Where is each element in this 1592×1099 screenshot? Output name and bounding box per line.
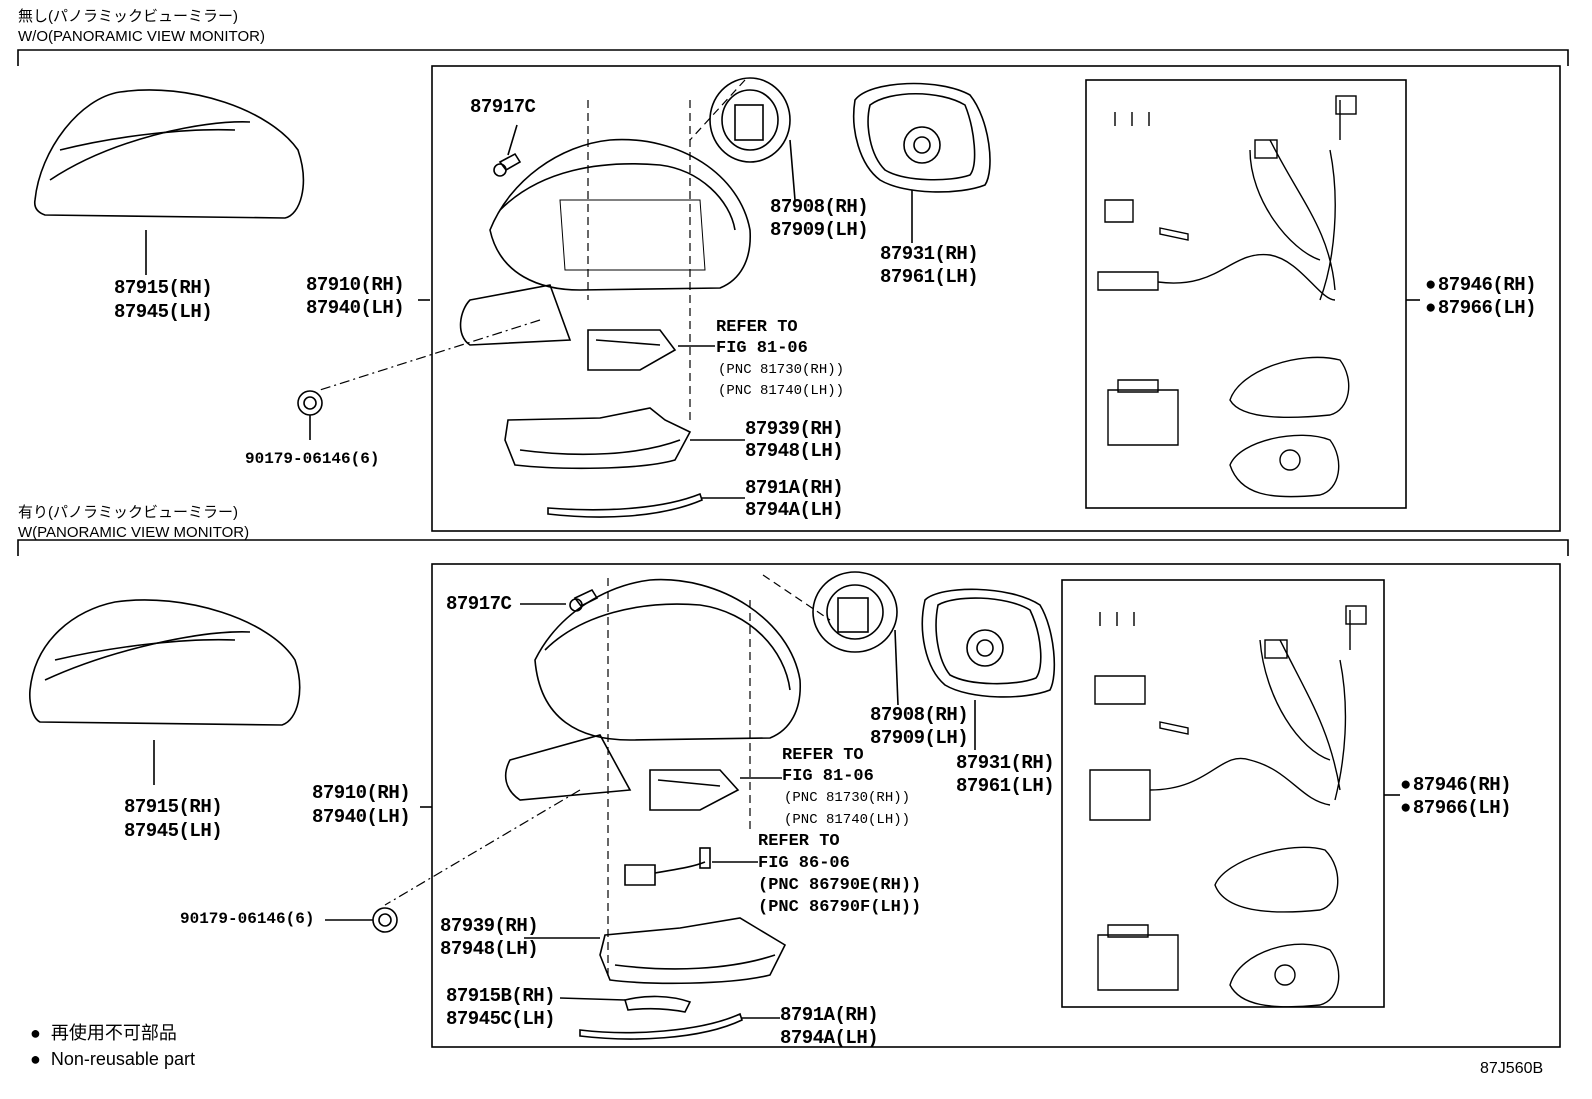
part-label-kit-lh-bottom: 87966(LH) (1400, 797, 1512, 819)
part-label-housing-rh-top: 87939(RH) (745, 418, 844, 440)
part-label-trim-rh-top: 8791A(RH) (745, 477, 844, 499)
section-header-jp-top: 無し(パノラミックビューミラー) (18, 8, 238, 25)
mirror-cover-shape-bottom (29, 599, 301, 726)
trim-shape-bottom (579, 1012, 743, 1040)
section-bracket-top (17, 49, 1569, 66)
motor-shape-top (709, 77, 791, 163)
part-label-motor-rh-top: 87908(RH) (770, 196, 869, 218)
part-label-trim-rh-bottom: 8791A(RH) (780, 1004, 879, 1026)
ref-label-lamp-3-top: (PNC 81730(RH)) (718, 362, 845, 378)
ref-label-camera-3-bottom: (PNC 86790E(RH)) (758, 876, 922, 895)
part-label-housing-lh-bottom: 87948(LH) (440, 938, 539, 960)
ref-label-camera-2-bottom: FIG 86-06 (758, 854, 850, 873)
part-label-trim-lh-bottom: 8794A(LH) (780, 1027, 879, 1049)
part-label-housing-lh-top: 87948(LH) (745, 440, 844, 462)
part-label-assy-rh-top: 87910(RH) (306, 274, 405, 296)
part-label-cover-lh-bottom: 87945(LH) (124, 820, 223, 842)
mirror-assembly-shape-top (459, 138, 751, 346)
ref-label-lamp-4-top: (PNC 81740(LH)) (718, 383, 845, 399)
bullet-icon: ● (30, 1023, 51, 1043)
part-label-lower-cover-rh-bottom: 87915B(RH) (446, 985, 556, 1007)
legend-jp-text: 再使用不可部品 (50, 1023, 177, 1043)
screw-shape-top (493, 152, 522, 177)
housing-shape-bottom (599, 917, 787, 985)
ref-label-camera-1-bottom: REFER TO (758, 832, 840, 851)
part-label-assy-lh-top: 87940(LH) (306, 297, 405, 319)
part-label-assy-rh-bottom: 87910(RH) (312, 782, 411, 804)
section-bracket-bottom (17, 539, 1569, 556)
assembly-box-top (431, 65, 1561, 532)
part-label-glass-lh-bottom: 87961(LH) (956, 775, 1055, 797)
part-label-screw-top: 87917C (470, 96, 536, 118)
part-label-glass-rh-bottom: 87931(RH) (956, 752, 1055, 774)
part-label-assy-lh-bottom: 87940(LH) (312, 806, 411, 828)
ref-label-lamp-1-top: REFER TO (716, 318, 798, 337)
mirror-assembly-shape-bottom (504, 578, 801, 801)
legend-jp: ● 再使用不可部品 (30, 1022, 177, 1044)
part-label-motor-lh-top: 87909(LH) (770, 219, 869, 241)
part-label-screw-bottom: 87917C (446, 593, 512, 615)
part-label-glass-rh-top: 87931(RH) (880, 243, 979, 265)
section-header-jp-bottom: 有り(パノラミックビューミラー) (18, 504, 238, 521)
ref-label-lamp-3-bottom: (PNC 81730(RH)) (784, 790, 911, 806)
part-label-cover-rh-bottom: 87915(RH) (124, 796, 223, 818)
part-label-clip-top: 90179-06146(6) (245, 450, 380, 468)
lamp-shape-top (587, 329, 677, 371)
part-label-glass-lh-top: 87961(LH) (880, 266, 979, 288)
clip-shape-top (297, 390, 323, 416)
motor-shape-bottom (812, 571, 898, 653)
part-label-kit-rh-bottom: 87946(RH) (1400, 774, 1512, 796)
part-label-housing-rh-bottom: 87939(RH) (440, 915, 539, 937)
kit-box-top (1085, 79, 1407, 509)
legend-en: ● Non-reusable part (30, 1048, 195, 1070)
kit-contents-top (1097, 95, 1357, 498)
part-label-cover-rh-top: 87915(RH) (114, 277, 213, 299)
screw-shape-bottom (569, 588, 599, 612)
ref-label-camera-4-bottom: (PNC 86790F(LH)) (758, 898, 922, 917)
clip-shape-bottom (372, 907, 398, 933)
kit-box-bottom (1061, 579, 1385, 1008)
part-label-cover-lh-top: 87945(LH) (114, 301, 213, 323)
trim-shape-top (547, 492, 703, 518)
part-label-lower-cover-lh-bottom: 87945C(LH) (446, 1008, 556, 1030)
legend-en-text: Non-reusable part (50, 1049, 195, 1069)
assembly-box-bottom (431, 563, 1561, 1048)
part-label-kit-lh-top: 87966(LH) (1425, 297, 1537, 319)
glass-shape-bottom (921, 588, 1056, 698)
kit-contents-bottom (1089, 605, 1367, 1008)
mirror-cover-shape-top (33, 89, 305, 219)
figure-code: 87J560B (1480, 1060, 1544, 1077)
lamp-shape-bottom (649, 769, 740, 811)
part-label-trim-lh-top: 8794A(LH) (745, 499, 844, 521)
part-label-clip-bottom: 90179-06146(6) (180, 910, 315, 928)
glass-shape-top (852, 82, 991, 193)
ref-label-lamp-1-bottom: REFER TO (782, 746, 864, 765)
section-header-en-bottom: W(PANORAMIC VIEW MONITOR) (18, 524, 250, 541)
section-header-en-top: W/O(PANORAMIC VIEW MONITOR) (18, 28, 265, 45)
lower-cover-shape-bottom (623, 995, 692, 1013)
camera-shape-bottom (624, 847, 711, 886)
part-label-motor-rh-bottom: 87908(RH) (870, 704, 969, 726)
ref-label-lamp-2-bottom: FIG 81-06 (782, 767, 874, 786)
bullet-icon: ● (30, 1049, 51, 1069)
ref-label-lamp-2-top: FIG 81-06 (716, 339, 808, 358)
housing-shape-top (504, 407, 692, 470)
part-label-kit-rh-top: 87946(RH) (1425, 274, 1537, 296)
ref-label-lamp-4-bottom: (PNC 81740(LH)) (784, 812, 911, 828)
part-label-motor-lh-bottom: 87909(LH) (870, 727, 969, 749)
